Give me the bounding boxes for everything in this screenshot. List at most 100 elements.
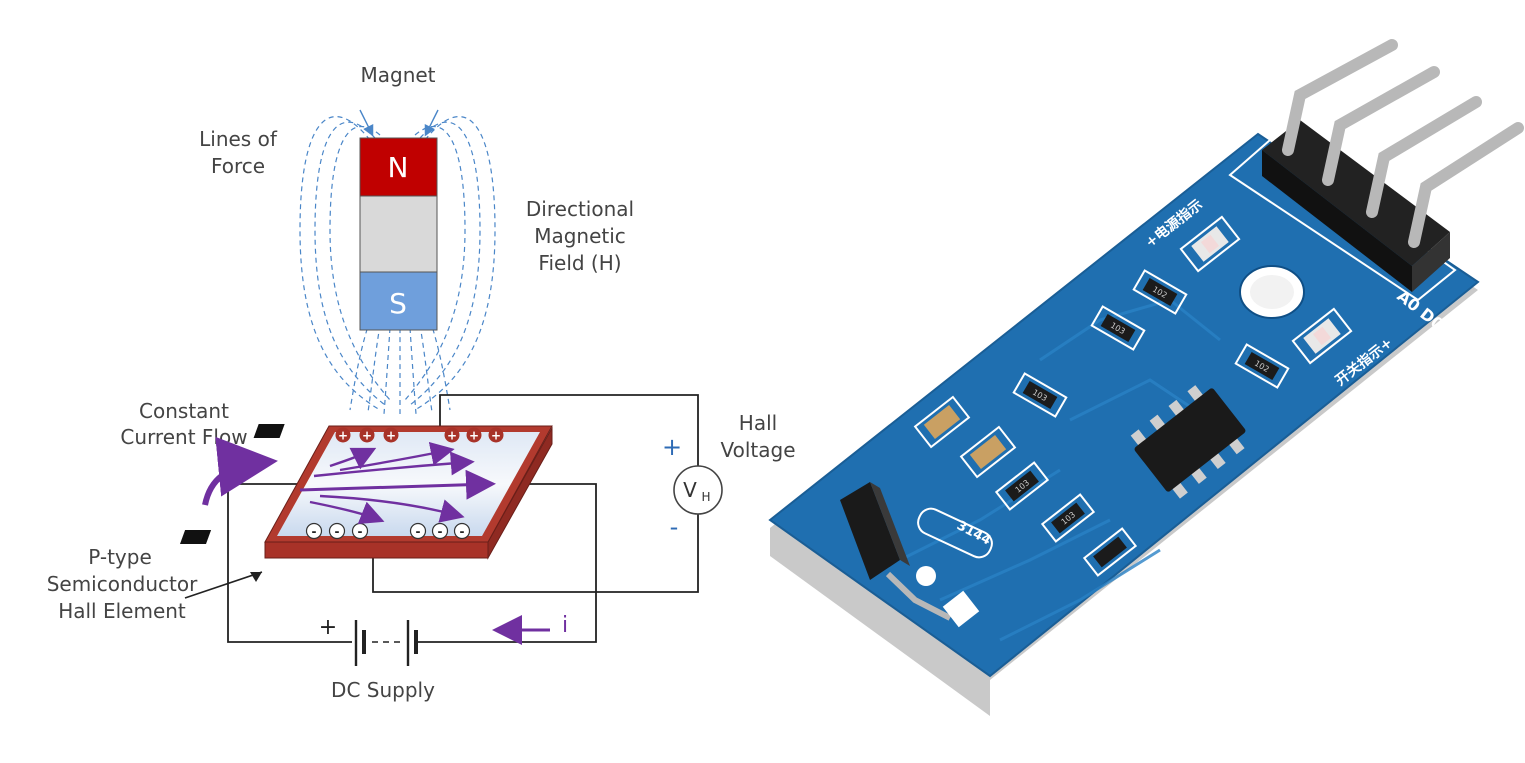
sensor-leads <box>885 571 952 621</box>
lines-of-force-label-2: Force <box>211 154 265 178</box>
resistor-r1: 102 <box>1132 269 1188 315</box>
positive-charge-sign: + <box>447 429 457 443</box>
positive-charge-circle <box>488 427 504 443</box>
voltmeter: V H <box>673 465 723 515</box>
positive-charge-circle <box>444 427 460 443</box>
plate-side-edge <box>487 426 553 560</box>
pin-a0 <box>1408 122 1524 248</box>
hall-plus-label: + <box>662 433 682 461</box>
resistor-r6: 103 <box>1040 493 1096 543</box>
resistor-r7 <box>1082 527 1138 577</box>
top-contact <box>253 424 285 438</box>
sensor-outline <box>917 507 993 559</box>
magnet-body <box>359 195 438 273</box>
negative-charge-sign: - <box>312 525 317 539</box>
pin-vcc <box>1282 39 1398 156</box>
positive-charge-sign: + <box>362 429 372 443</box>
current-i-label: i <box>562 613 568 638</box>
dc-battery <box>354 620 418 666</box>
positive-charge-sign: + <box>491 429 501 443</box>
semiconductor-plate <box>264 425 553 560</box>
constant-current-label-2: Current Flow <box>120 425 247 449</box>
sensor-pad-round <box>916 566 936 586</box>
hall-sensor-3144: 3144 <box>840 482 993 628</box>
voltmeter-subscript: H <box>701 490 710 504</box>
positive-charge-circle <box>359 427 375 443</box>
input-current-arrow <box>202 436 278 506</box>
negative-charge-circle <box>431 522 449 540</box>
pin-header <box>1262 120 1450 292</box>
ptype-label-1: P-type <box>88 545 152 569</box>
mounting-hole-inner <box>1250 275 1294 309</box>
ptype-pointer-head <box>250 572 262 582</box>
header-body-front <box>1262 150 1412 292</box>
header-outline <box>1228 138 1457 302</box>
capacitor-c2 <box>959 425 1017 479</box>
negative-charge-sign: - <box>335 525 340 539</box>
sensor-body <box>840 482 900 580</box>
header-pins <box>1282 39 1524 248</box>
positive-charge-circle <box>383 427 399 443</box>
positive-charge-sign: + <box>338 429 348 443</box>
power-led <box>1179 215 1241 273</box>
negative-charges: ------ <box>305 522 471 540</box>
header-body-side <box>1412 232 1450 292</box>
negative-charge-circle <box>328 522 346 540</box>
resistor-r3: 103 <box>1012 372 1068 418</box>
negative-charge-sign: - <box>358 525 363 539</box>
dc-supply-label: DC Supply <box>331 678 435 702</box>
ptype-pointer <box>184 571 263 599</box>
directional-field-label-1: Directional <box>526 197 634 221</box>
hall-sensor-module: A0 D0 GND VCC +电源指示 开关指示+ 102 103 <box>768 39 1524 716</box>
field-arrow-right <box>424 109 439 137</box>
pcb-board <box>768 132 1480 678</box>
magnet: N S <box>359 137 438 331</box>
bottom-contact <box>180 530 212 544</box>
directional-field-label-2: Magnetic <box>534 224 626 248</box>
magnet-south-pole <box>359 271 438 331</box>
magnetic-field-lines <box>299 116 496 415</box>
resistor-r4: 102 <box>1234 343 1290 389</box>
negative-charge-sign: - <box>416 525 421 539</box>
voltmeter-v: V <box>683 478 697 502</box>
negative-charge-sign: - <box>438 525 443 539</box>
header-body-top <box>1262 120 1450 266</box>
capacitor-c1 <box>913 395 971 449</box>
north-pole-label: N <box>388 151 409 184</box>
sensor-side <box>870 482 910 566</box>
directional-field-label-3: Field (H) <box>538 251 621 275</box>
positive-charge-circle <box>466 427 482 443</box>
magnet-north-pole <box>359 137 438 197</box>
positive-charge-sign: + <box>469 429 479 443</box>
positive-charge-sign: + <box>386 429 396 443</box>
plate-front-edge <box>264 541 489 559</box>
field-arrow-left <box>359 109 374 137</box>
hall-voltage-label-1: Hall <box>739 411 777 435</box>
lines-of-force-label-1: Lines of <box>199 127 278 151</box>
positive-charges: + + + + + + <box>335 427 504 443</box>
magnet-label: Magnet <box>360 63 435 87</box>
ptype-label-3: Hall Element <box>58 599 186 623</box>
hall-minus-label: - <box>670 513 679 541</box>
constant-current-label-1: Constant <box>139 399 229 423</box>
resistor-r5: 103 <box>994 461 1050 511</box>
negative-charge-circle <box>409 522 427 540</box>
positive-charge-circle <box>335 427 351 443</box>
battery-plus-label: + <box>319 615 337 640</box>
sensor-pad <box>942 590 980 628</box>
hall-voltage-label-2: Voltage <box>720 438 795 462</box>
ptype-label-2: Semiconductor <box>47 572 198 596</box>
negative-charge-circle <box>305 522 323 540</box>
south-pole-label: S <box>389 287 407 320</box>
comparator-ic <box>1130 385 1246 499</box>
negative-charge-circle <box>453 522 471 540</box>
negative-charge-sign: - <box>460 525 465 539</box>
pin-d0 <box>1366 96 1482 218</box>
hall-effect-diagram: N S Magnet Lines of Force Directional Ma… <box>47 63 796 702</box>
pin-gnd <box>1322 66 1440 186</box>
switch-led <box>1291 307 1353 365</box>
current-flow-arrows <box>299 441 496 525</box>
resistor-r2: 103 <box>1090 305 1146 351</box>
voltmeter-circle <box>673 465 723 515</box>
